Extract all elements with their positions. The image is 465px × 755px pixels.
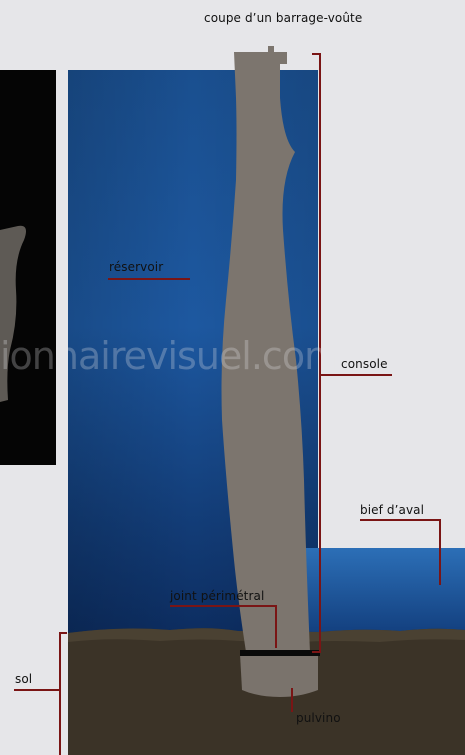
label-reservoir: réservoir: [109, 260, 163, 274]
title: coupe d’un barrage-voûte: [204, 11, 362, 25]
label-sol: sol: [15, 672, 32, 686]
watermark: ionnairevisuel.com: [0, 334, 340, 378]
joint-line: [240, 650, 320, 656]
sol-bracket: [60, 633, 67, 755]
pulvino-block: [240, 654, 318, 697]
label-bief: bief d’aval: [360, 503, 424, 517]
label-joint: joint périmétral: [170, 589, 264, 603]
label-pulvino: pulvino: [296, 711, 341, 725]
label-console: console: [341, 357, 388, 371]
